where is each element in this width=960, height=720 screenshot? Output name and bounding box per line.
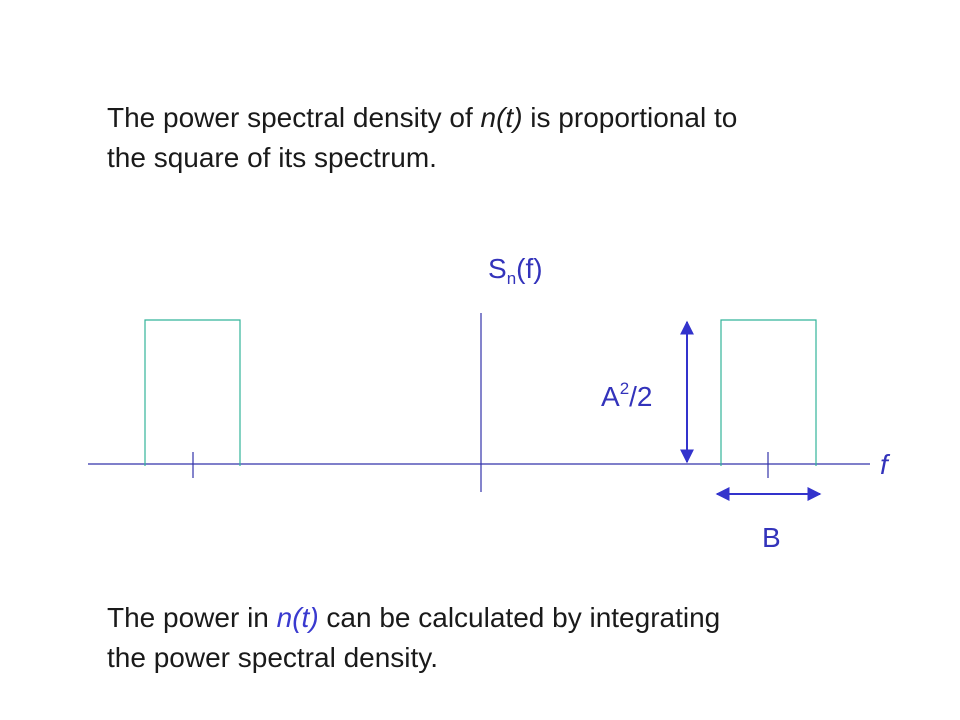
bottom-text-line2: the power spectral density. <box>107 642 438 673</box>
top-text-end: is proportional to <box>522 102 738 133</box>
bottom-text-term: n(t) <box>276 602 319 633</box>
left-band-rect <box>144 319 241 466</box>
top-text-start: The power spectral density of <box>107 102 481 133</box>
bandwidth-label: B <box>762 522 781 553</box>
height-label: A2/2 <box>601 379 653 412</box>
top-text-term: n(t) <box>480 102 523 133</box>
bottom-paragraph: The power in n(t) can be calculated by i… <box>107 598 720 678</box>
right-band-rect <box>720 319 817 466</box>
top-text-line2: the square of its spectrum. <box>107 142 437 173</box>
x-axis-label: f <box>880 449 891 480</box>
bottom-text-start: The power in <box>107 602 277 633</box>
y-axis-label: Sn(f) <box>488 253 543 288</box>
bottom-text-end: can be calculated by integrating <box>318 602 721 633</box>
top-paragraph: The power spectral density of n(t) is pr… <box>107 98 737 178</box>
